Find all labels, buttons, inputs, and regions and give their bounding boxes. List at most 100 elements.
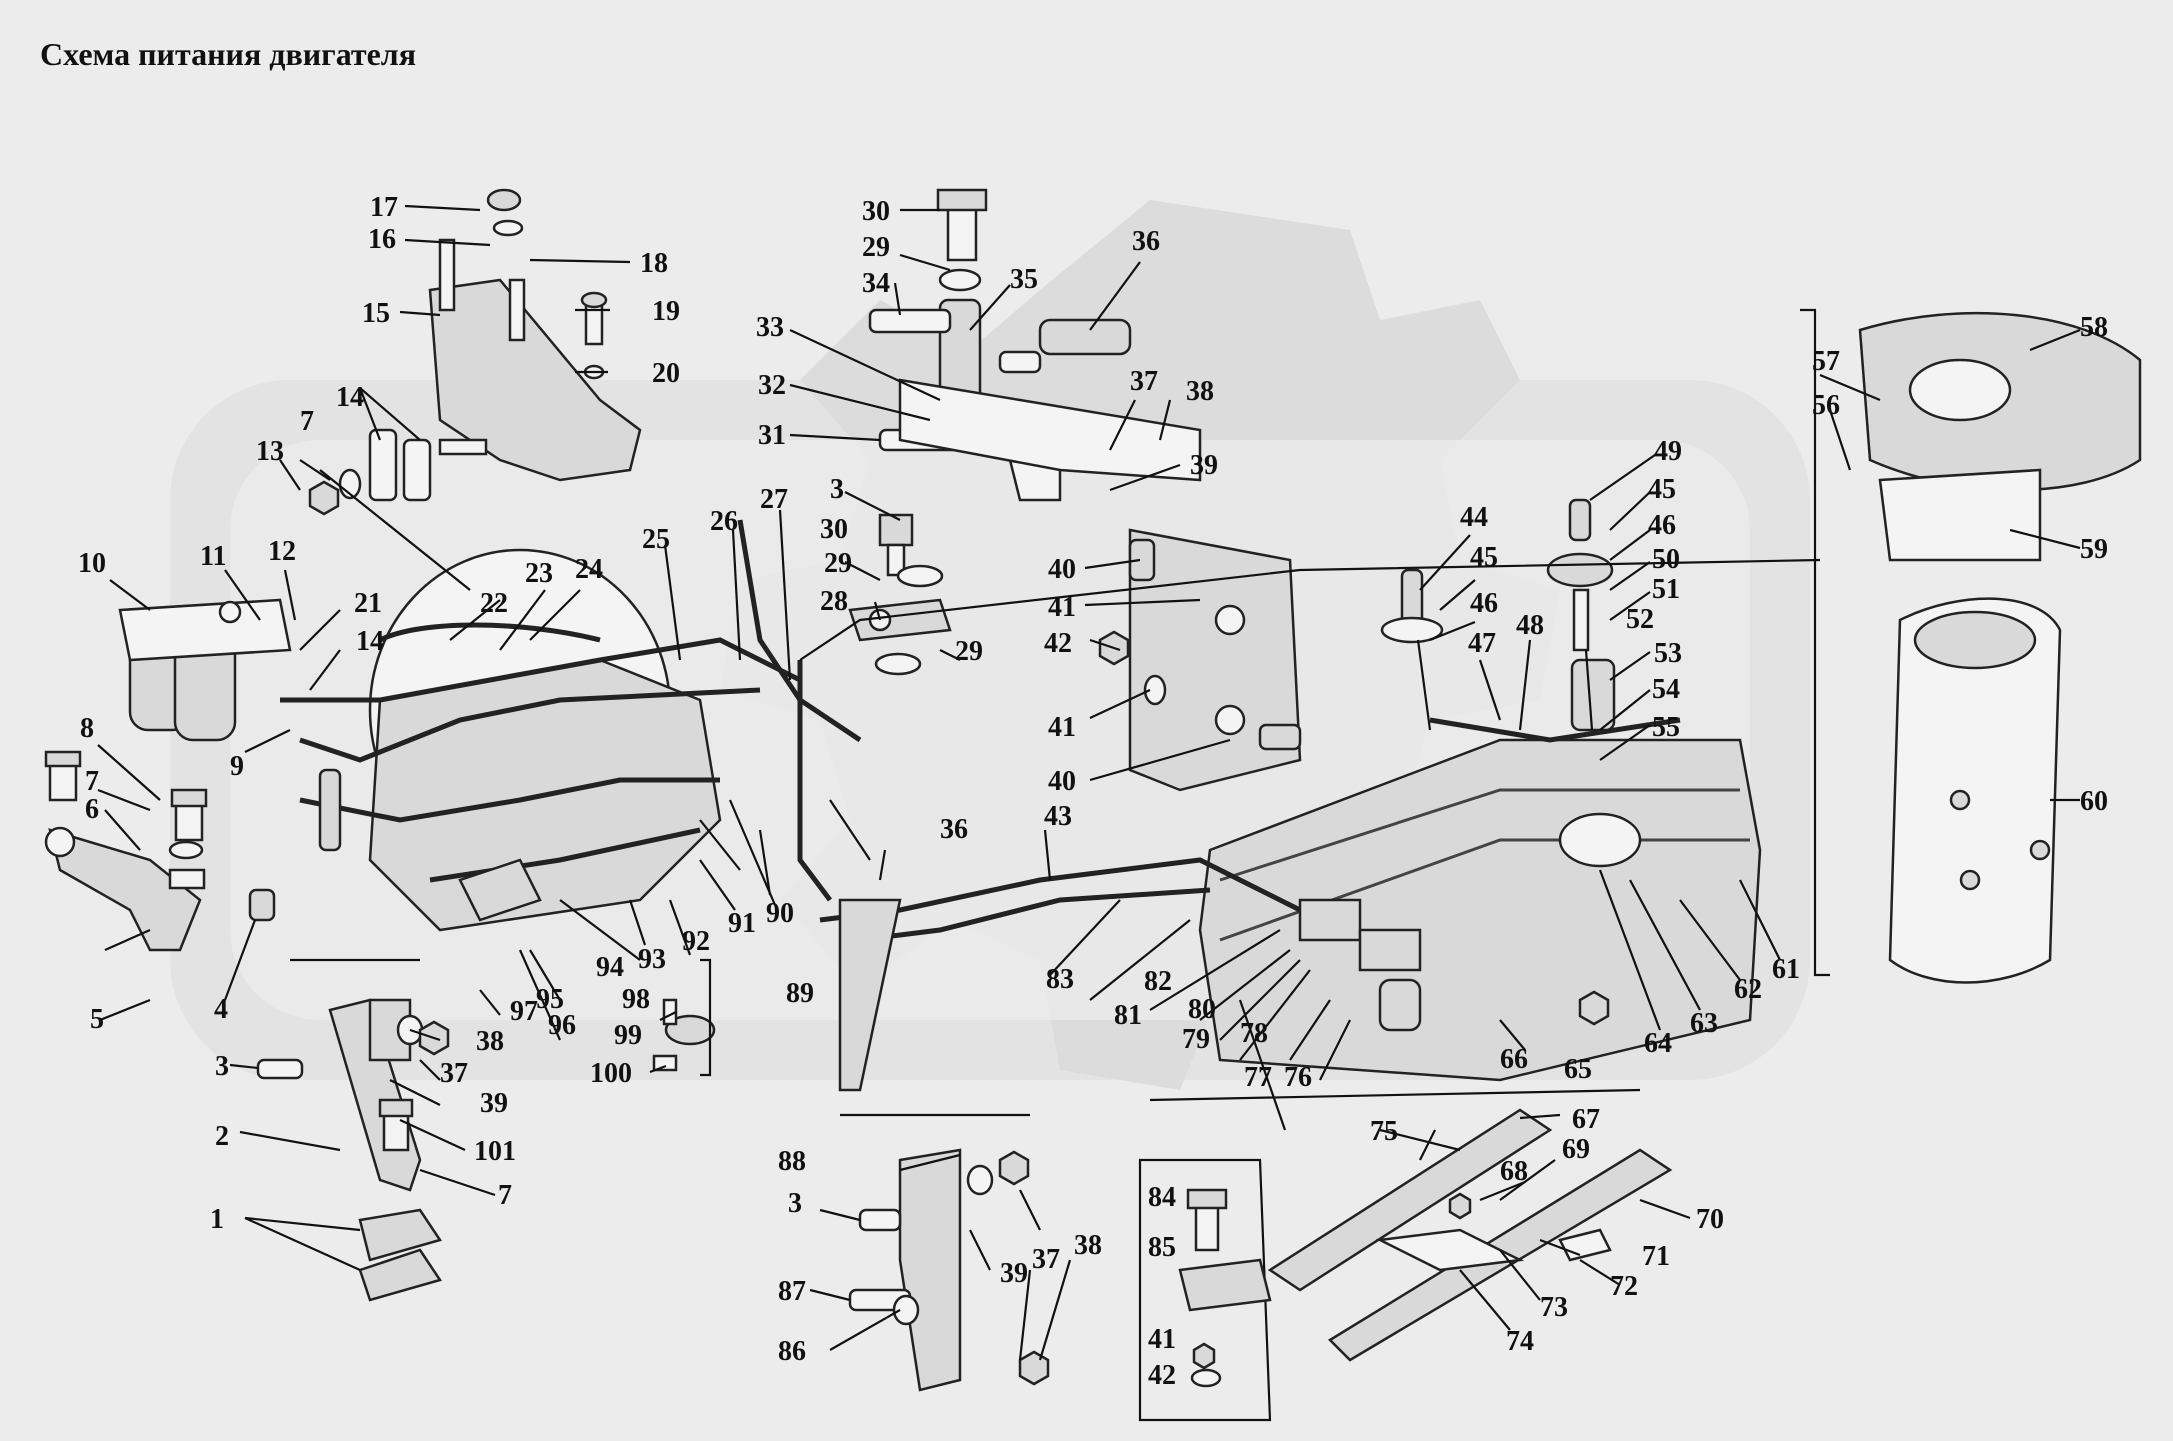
callout-93: 93 [638,944,666,975]
callout-34: 34 [862,268,890,299]
callout-38c: 38 [1074,1230,1102,1261]
callout-66: 66 [1500,1044,1528,1075]
callout-14a: 14 [336,382,364,413]
callout-9: 9 [230,751,244,782]
callout-91: 91 [728,908,756,939]
callout-89: 89 [786,978,814,1009]
callout-87: 87 [778,1276,806,1307]
callout-46b: 46 [1648,510,1676,541]
callout-16: 16 [368,224,396,255]
callout-55: 55 [1652,712,1680,743]
callout-37b: 37 [440,1058,468,1089]
callout-69: 69 [1562,1134,1590,1165]
callout-11: 11 [200,541,226,572]
callout-97: 97 [510,996,538,1027]
page-title: Схема питания двигателя [40,36,417,72]
callout-7: 7 [85,766,99,797]
callout-70: 70 [1696,1204,1724,1235]
callout-37a: 37 [1130,366,1158,397]
callout-52: 52 [1626,604,1654,635]
callout-44: 44 [1460,502,1488,533]
callout-33: 33 [756,312,784,343]
callout-3b: 3 [830,474,844,505]
tube-bracket [898,378,1202,482]
callout-37c: 37 [1032,1244,1060,1275]
callout-35: 35 [1010,264,1038,295]
callout-99: 99 [614,1020,642,1051]
tank-mounting-bracket [1098,528,1302,792]
callout-61: 61 [1772,954,1800,985]
callout-51: 51 [1652,574,1680,605]
callout-54: 54 [1652,674,1680,705]
callout-17: 17 [370,192,398,223]
callout-18: 18 [640,248,668,279]
callout-23: 23 [525,558,553,589]
callout-78: 78 [1240,1018,1268,1049]
callout-28: 28 [820,586,848,617]
callout-labels: 1 2 3 4 5 6 7 8 9 10 11 12 13 14 14 15 1… [78,192,2108,1391]
callout-101: 101 [474,1136,516,1167]
callout-29b: 29 [824,548,852,579]
callout-81: 81 [1114,1000,1142,1031]
callout-36b: 36 [940,814,968,845]
callout-2: 2 [215,1121,229,1152]
callout-38b: 38 [476,1026,504,1057]
callout-43: 43 [1044,801,1072,832]
lower-center-bracket [848,1148,1050,1392]
callout-14b: 14 [356,626,384,657]
callout-96: 96 [548,1010,576,1041]
leader-lines [97,204,2081,1361]
hose-clamp [652,998,716,1072]
callout-68: 68 [1500,1156,1528,1187]
inset-bolt-box [1138,1158,1272,1422]
callout-88: 88 [778,1146,806,1177]
callout-85: 85 [1148,1232,1176,1263]
callout-30b: 30 [820,514,848,545]
callout-20: 20 [652,358,680,389]
callout-90: 90 [766,898,794,929]
callout-39c: 39 [1000,1258,1028,1289]
callout-21: 21 [354,588,382,619]
filler-and-sender [1380,498,1616,732]
callout-36a: 36 [1132,226,1160,257]
fuel-filter [118,598,292,742]
callout-76: 76 [1284,1062,1312,1093]
callout-32: 32 [758,370,786,401]
callout-82: 82 [1144,966,1172,997]
callout-100: 100 [590,1058,632,1089]
callout-24: 24 [575,554,603,585]
callout-38a: 38 [1186,376,1214,407]
callout-72: 72 [1610,1271,1638,1302]
callout-15: 15 [362,298,390,329]
callout-19: 19 [652,296,680,327]
callout-94: 94 [596,952,624,983]
callout-71: 71 [1642,1241,1670,1272]
fuel-tank [819,717,1762,1092]
callout-77: 77 [1244,1062,1272,1093]
callout-41a: 41 [1048,592,1076,623]
injection-pump-assembly [280,519,862,932]
tank-straps [1267,1108,1673,1362]
lower-left-brackets [256,998,450,1302]
left-bracket [44,750,276,952]
callout-48: 48 [1516,610,1544,641]
callout-60: 60 [2080,786,2108,817]
callout-3c: 3 [788,1188,802,1219]
callout-45a: 45 [1470,542,1498,573]
callout-42b: 42 [1148,1360,1176,1391]
callout-40a: 40 [1048,554,1076,585]
callout-31: 31 [758,420,786,451]
callout-40b: 40 [1048,766,1076,797]
callout-50: 50 [1652,544,1680,575]
callout-92: 92 [682,926,710,957]
callout-64: 64 [1644,1028,1672,1059]
callout-8: 8 [80,713,94,744]
callout-3: 3 [215,1051,229,1082]
callout-26: 26 [710,506,738,537]
clamp-parts [308,428,432,516]
callout-65: 65 [1564,1054,1592,1085]
callout-29c: 29 [955,636,983,667]
callout-59: 59 [2080,534,2108,565]
callout-83: 83 [1046,964,1074,995]
